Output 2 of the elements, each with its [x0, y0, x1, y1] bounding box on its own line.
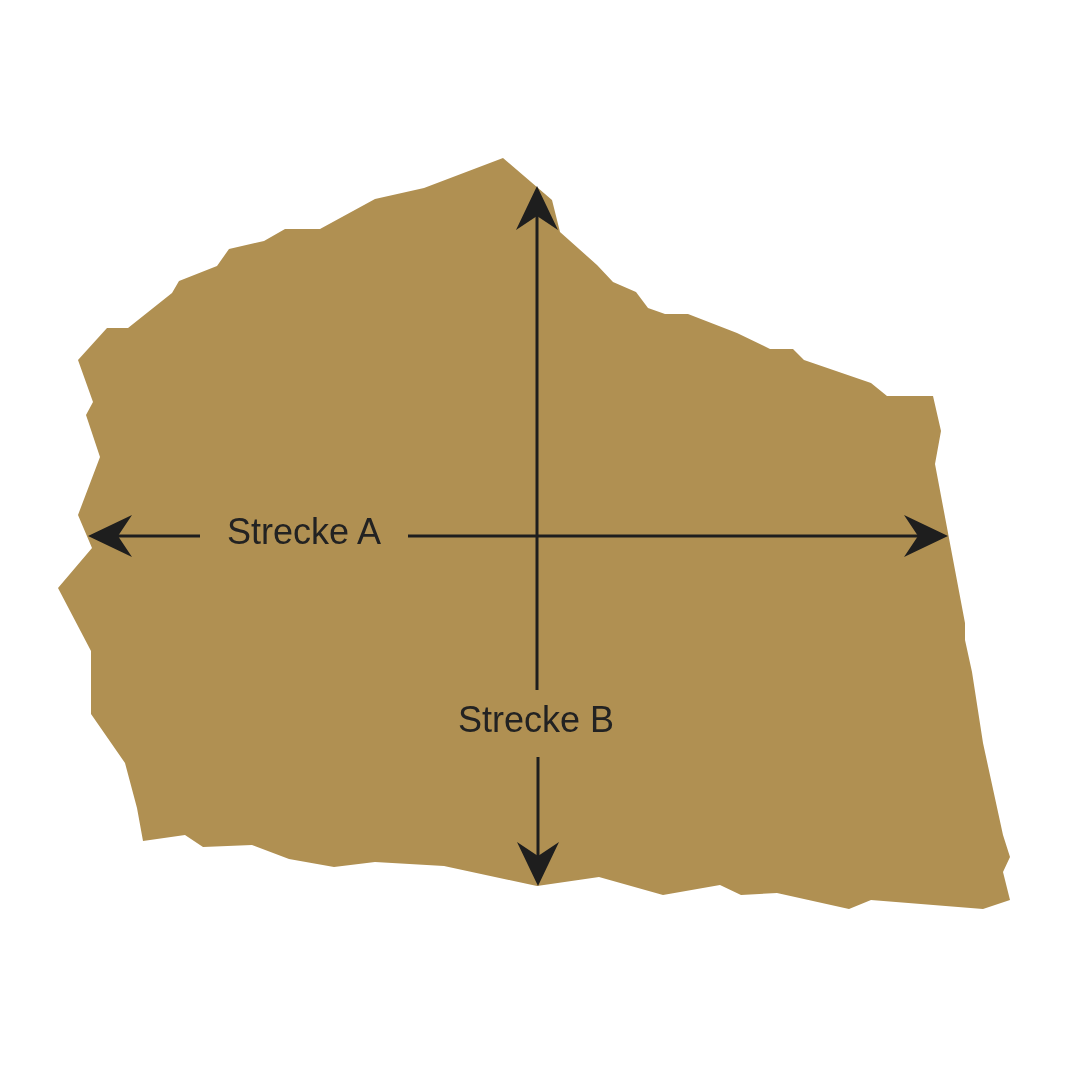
dimension-label: Strecke B: [457, 699, 615, 741]
dimension-label: Strecke A: [226, 511, 382, 553]
